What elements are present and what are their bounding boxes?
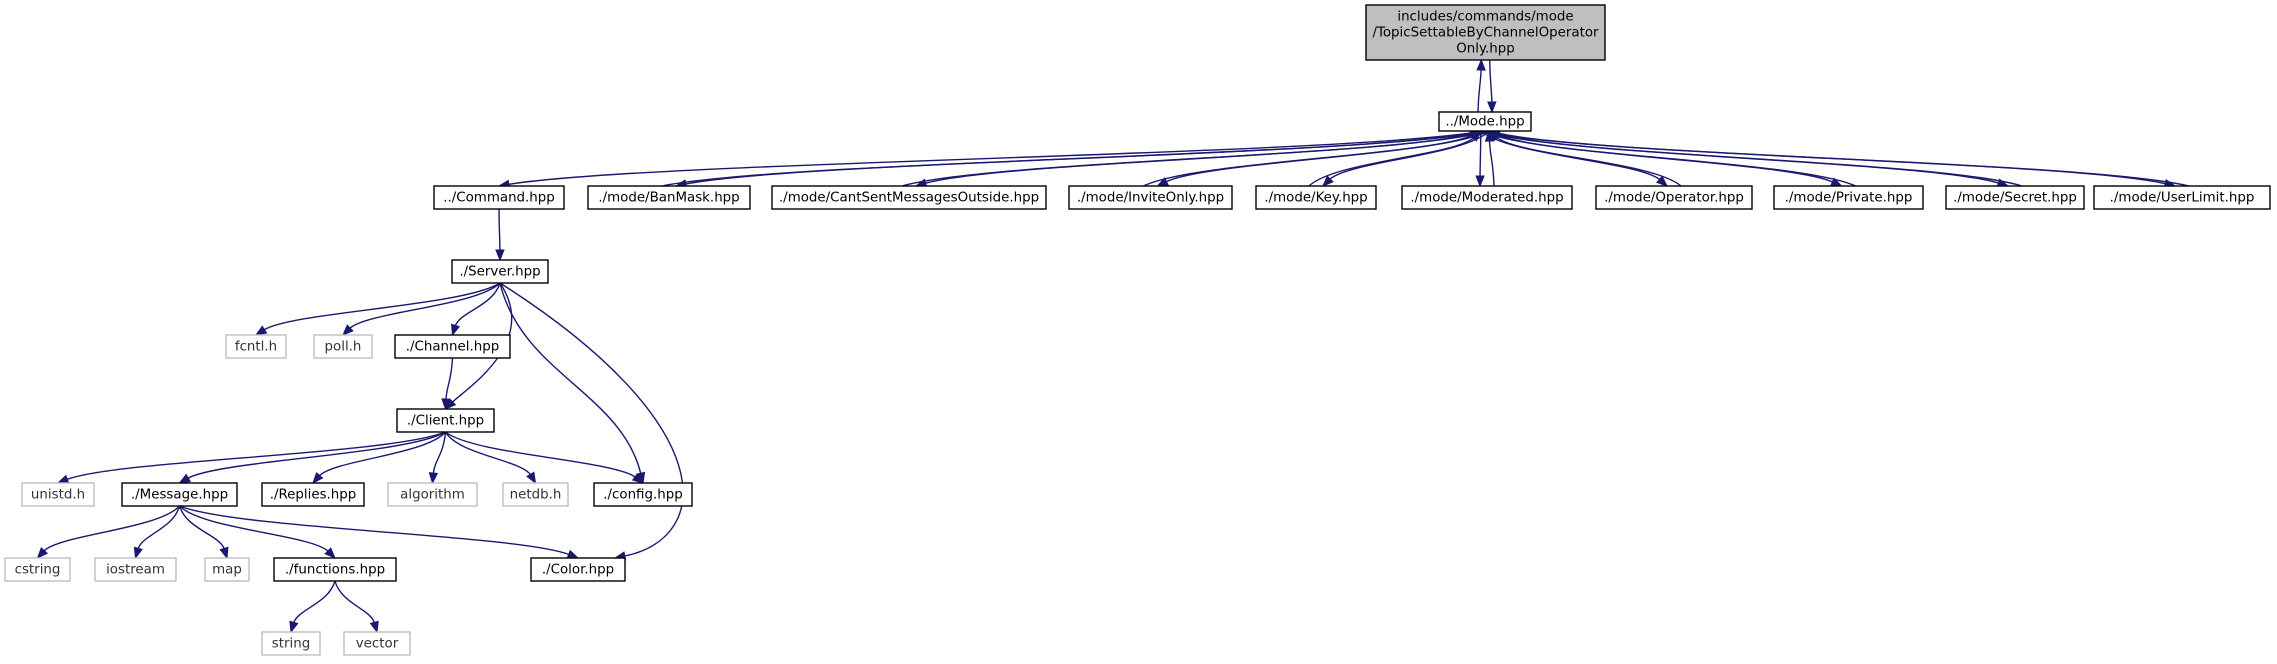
node-operator[interactable]: ./mode/Operator.hpp xyxy=(1595,185,1753,210)
edge-secret-to-mode xyxy=(1487,129,2023,187)
node-secret-label-0: ./mode/Secret.hpp xyxy=(1953,191,2077,206)
node-cstring-label-0: cstring xyxy=(15,563,61,578)
edge-banmask-to-mode xyxy=(661,128,1483,187)
node-banmask[interactable]: ./mode/BanMask.hpp xyxy=(587,185,751,210)
node-fcntl-label-0: fcntl.h xyxy=(235,340,277,355)
edge-client-to-netdb xyxy=(444,431,537,485)
node-color-label-0: ./Color.hpp xyxy=(542,563,614,578)
edge-message-to-functions xyxy=(179,505,336,559)
node-channel[interactable]: ./Channel.hpp xyxy=(394,334,511,359)
edge-private-to-mode xyxy=(1487,130,1856,187)
node-server[interactable]: ./Server.hpp xyxy=(451,259,549,284)
edge-root-to-mode xyxy=(1487,59,1497,114)
node-userlimit[interactable]: ./mode/UserLimit.hpp xyxy=(2093,185,2271,210)
node-private-label-0: ./mode/Private.hpp xyxy=(1785,191,1913,206)
node-inviteonly[interactable]: ./mode/InviteOnly.hpp xyxy=(1068,185,1233,210)
node-client-label-0: ./Client.hpp xyxy=(407,414,484,429)
edge-client-to-message xyxy=(178,431,446,484)
edge-mode-to-root xyxy=(1476,58,1486,113)
node-replies-label-0: ./Replies.hpp xyxy=(270,488,357,503)
node-color[interactable]: ./Color.hpp xyxy=(530,557,626,582)
node-root-label-1: /TopicSettableByChannelOperator xyxy=(1372,26,1599,41)
node-root[interactable]: includes/commands/mode/TopicSettableByCh… xyxy=(1365,4,1606,61)
edge-server-to-channel xyxy=(451,282,501,337)
node-cstring: cstring xyxy=(4,557,71,582)
edge-mode-to-secret xyxy=(1480,130,2010,188)
node-string: string xyxy=(261,631,321,656)
node-channel-label-0: ./Channel.hpp xyxy=(406,340,500,355)
node-map-label-0: map xyxy=(212,563,242,578)
node-command-label-0: ../Command.hpp xyxy=(443,191,555,206)
node-fcntl: fcntl.h xyxy=(225,334,287,359)
edge-functions-to-string xyxy=(289,580,336,634)
edge-userlimit-to-mode xyxy=(1487,128,2190,187)
node-netdb-label-0: netdb.h xyxy=(510,488,562,503)
node-unistd-label-0: unistd.h xyxy=(31,488,85,503)
node-key-label-0: ./mode/Key.hpp xyxy=(1264,191,1367,206)
edge-server-to-color xyxy=(499,282,684,561)
node-unistd: unistd.h xyxy=(21,482,95,507)
edge-message-to-cstring xyxy=(36,505,181,559)
node-config-label-0: ./config.hpp xyxy=(603,488,683,503)
node-banmask-label-0: ./mode/BanMask.hpp xyxy=(598,191,739,206)
node-string-label-0: string xyxy=(272,637,310,652)
node-operator-label-0: ./mode/Operator.hpp xyxy=(1604,191,1744,206)
edge-message-to-iostream xyxy=(133,505,181,560)
node-netdb: netdb.h xyxy=(502,482,569,507)
edge-client-to-replies xyxy=(312,431,447,485)
edge-layer xyxy=(36,58,2190,634)
edge-mode-to-command xyxy=(497,130,1486,189)
node-mode[interactable]: ../Mode.hpp xyxy=(1438,111,1532,132)
node-iostream: iostream xyxy=(94,557,177,582)
node-replies[interactable]: ./Replies.hpp xyxy=(261,482,365,507)
edge-client-to-config xyxy=(445,431,645,484)
node-message-label-0: ./Message.hpp xyxy=(131,488,228,503)
edge-message-to-map xyxy=(178,505,229,560)
edge-mode-to-banmask xyxy=(674,130,1490,189)
edge-key-to-mode xyxy=(1308,130,1482,187)
node-server-label-0: ./Server.hpp xyxy=(459,265,540,280)
node-poll: poll.h xyxy=(313,334,373,359)
edge-command-to-server xyxy=(495,208,505,262)
node-client[interactable]: ./Client.hpp xyxy=(396,408,495,433)
node-userlimit-label-0: ./mode/UserLimit.hpp xyxy=(2110,191,2255,206)
node-key[interactable]: ./mode/Key.hpp xyxy=(1255,185,1377,210)
node-iostream-label-0: iostream xyxy=(106,563,165,578)
edge-server-to-fcntl xyxy=(254,282,501,336)
node-vector: vector xyxy=(343,631,411,656)
node-root-label-0: includes/commands/mode xyxy=(1397,10,1573,25)
edge-channel-to-client xyxy=(441,357,454,411)
node-config[interactable]: ./config.hpp xyxy=(593,482,693,507)
node-layer: includes/commands/mode/TopicSettableByCh… xyxy=(4,4,2271,656)
node-mode-label-0: ../Mode.hpp xyxy=(1445,115,1524,130)
node-command[interactable]: ../Command.hpp xyxy=(433,185,565,210)
edge-client-to-algorithm xyxy=(428,431,447,485)
node-functions[interactable]: ./functions.hpp xyxy=(273,557,397,582)
node-secret[interactable]: ./mode/Secret.hpp xyxy=(1945,185,2085,210)
edge-message-to-color xyxy=(179,505,580,559)
edge-functions-to-vector xyxy=(334,580,379,634)
node-functions-label-0: ./functions.hpp xyxy=(285,563,385,578)
edge-server-to-poll xyxy=(342,282,501,336)
node-map: map xyxy=(204,557,250,582)
node-algorithm-label-0: algorithm xyxy=(400,488,465,503)
node-message[interactable]: ./Message.hpp xyxy=(121,482,238,507)
node-root-label-2: Only.hpp xyxy=(1456,42,1515,57)
node-poll-label-0: poll.h xyxy=(325,340,362,355)
node-private[interactable]: ./mode/Private.hpp xyxy=(1773,185,1924,210)
node-inviteonly-label-0: ./mode/InviteOnly.hpp xyxy=(1077,191,1224,206)
node-cantsent[interactable]: ./mode/CantSentMessagesOutside.hpp xyxy=(771,185,1047,210)
edge-client-to-unistd xyxy=(56,431,446,484)
node-vector-label-0: vector xyxy=(356,637,399,652)
edge-mode-to-moderated xyxy=(1475,130,1485,188)
node-moderated-label-0: ./mode/Moderated.hpp xyxy=(1410,191,1563,206)
node-cantsent-label-0: ./mode/CantSentMessagesOutside.hpp xyxy=(779,191,1039,206)
edge-moderated-to-mode xyxy=(1484,129,1495,187)
node-moderated[interactable]: ./mode/Moderated.hpp xyxy=(1401,185,1573,210)
node-algorithm: algorithm xyxy=(387,482,478,507)
